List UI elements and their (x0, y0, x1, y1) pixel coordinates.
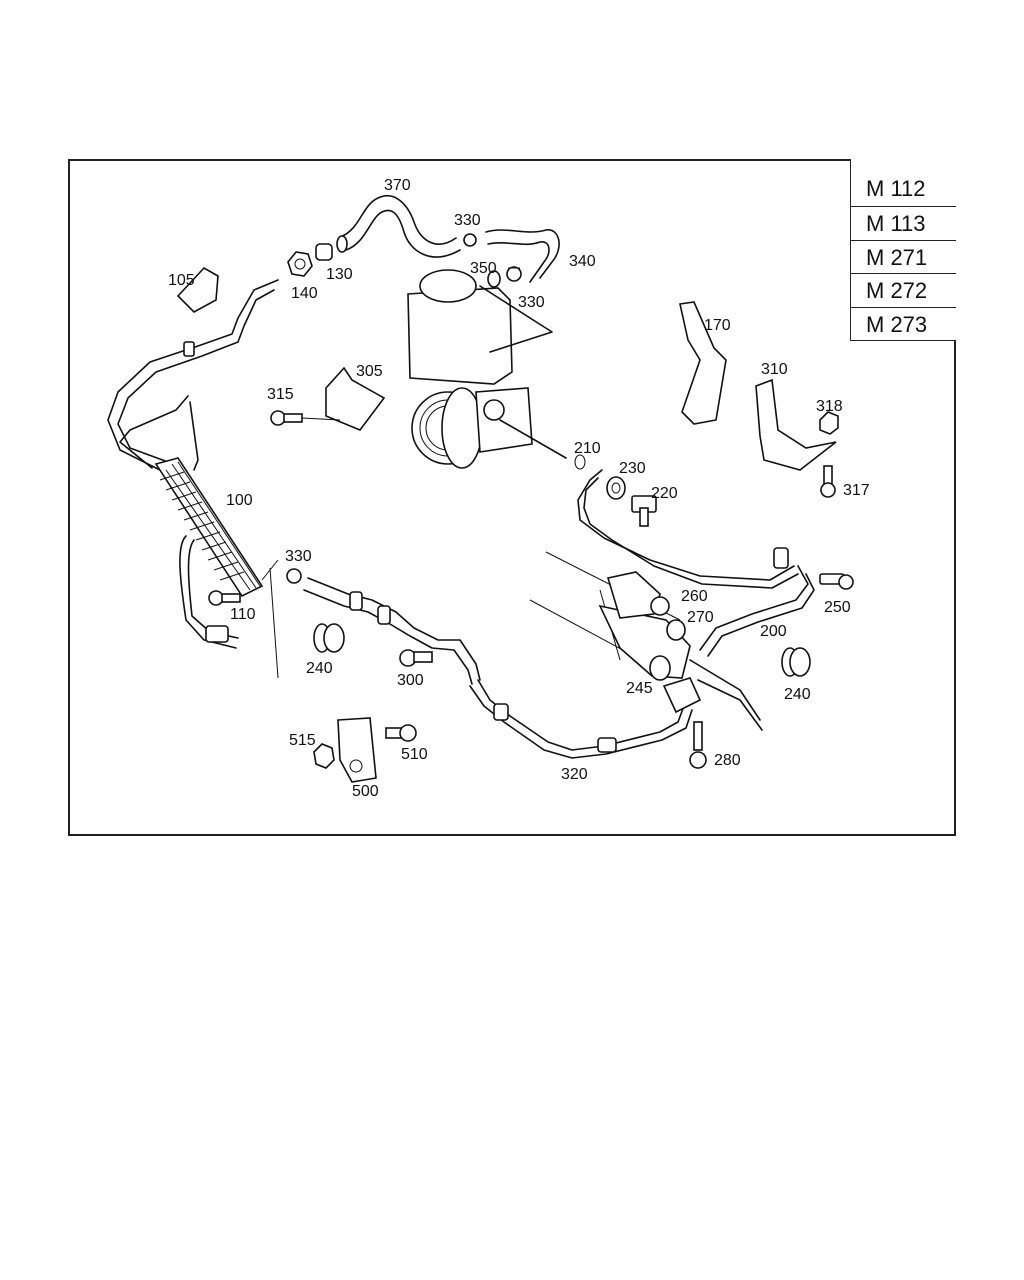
bolt-280 (689, 721, 707, 769)
label-220: 220 (651, 485, 678, 502)
bolt-220 (631, 495, 657, 527)
label-510: 510 (401, 746, 428, 763)
engine-code: M 271 (851, 239, 956, 274)
bracket-105 (176, 266, 219, 313)
bracket-305 (325, 366, 386, 431)
engine-code: M 112 (866, 176, 926, 201)
label-317: 317 (843, 482, 870, 499)
washer-350 (487, 270, 501, 288)
hose-200 (577, 469, 815, 657)
label-330: 330 (518, 294, 545, 311)
nut-140 (287, 251, 313, 277)
label-240: 240 (306, 660, 333, 677)
label-250: 250 (824, 599, 851, 616)
bracket-310 (755, 378, 837, 471)
label-280: 280 (714, 752, 741, 769)
label-105: 105 (168, 272, 195, 289)
label-500: 500 (352, 783, 379, 800)
label-100: 100 (226, 492, 253, 509)
label-330: 330 (454, 212, 481, 229)
nut-515 (313, 743, 335, 769)
engine-code: M 272 (851, 273, 956, 307)
pressure-line-320 (469, 679, 693, 759)
diagram-frame (68, 159, 956, 836)
label-260: 260 (681, 588, 708, 605)
label-330: 330 (285, 548, 312, 565)
label-110: 110 (230, 606, 256, 623)
reservoir-pump (407, 269, 567, 469)
clamp-330-top (463, 233, 477, 247)
label-170: 170 (704, 317, 731, 334)
bush-240-left (313, 623, 345, 653)
label-300: 300 (397, 672, 424, 689)
label-350: 350 (470, 260, 497, 277)
label-340: 340 (569, 253, 596, 270)
bolt-300 (399, 649, 433, 667)
label-320: 320 (561, 766, 588, 783)
oil-cooler-100 (154, 457, 264, 649)
bracket-170 (679, 301, 727, 425)
engine-code: M 113 (851, 206, 956, 240)
bolt-110 (208, 590, 241, 606)
bolt-250 (819, 573, 854, 590)
label-318: 318 (816, 398, 843, 415)
bracket-500 (337, 717, 377, 783)
label-370: 370 (384, 177, 411, 194)
washer-230 (606, 476, 626, 500)
leader-line (261, 559, 279, 679)
sleeve-130 (315, 243, 333, 261)
engine-code: M 273 (851, 306, 956, 341)
clamp-330-mid (506, 266, 522, 282)
steering-gear (529, 551, 763, 731)
seal-245 (649, 655, 671, 681)
hose-370 (336, 195, 461, 258)
label-515: 515 (289, 732, 316, 749)
engine-code-table: M 112 M 113 M 271 M 272 M 273 (850, 159, 956, 341)
bolt-510 (385, 724, 417, 742)
label-245: 245 (626, 680, 653, 697)
label-240: 240 (784, 686, 811, 703)
cooler-lines (107, 279, 279, 471)
seal-270 (666, 619, 686, 641)
label-140: 140 (291, 285, 318, 302)
label-310: 310 (761, 361, 788, 378)
label-130: 130 (326, 266, 353, 283)
bush-240-right (781, 647, 811, 677)
bolt-315 (270, 410, 341, 426)
label-305: 305 (356, 363, 383, 380)
hose-340 (485, 229, 560, 283)
label-210: 210 (574, 440, 601, 457)
label-315: 315 (267, 386, 294, 403)
part-labels: 370 330 340 350 330 105 140 130 170 305 … (168, 177, 870, 800)
label-270: 270 (687, 609, 714, 626)
oring-210 (574, 454, 586, 470)
label-230: 230 (619, 460, 646, 477)
nut-318 (819, 411, 839, 435)
label-200: 200 (760, 623, 787, 640)
hose-lower (286, 568, 481, 685)
bolt-317 (820, 465, 836, 498)
